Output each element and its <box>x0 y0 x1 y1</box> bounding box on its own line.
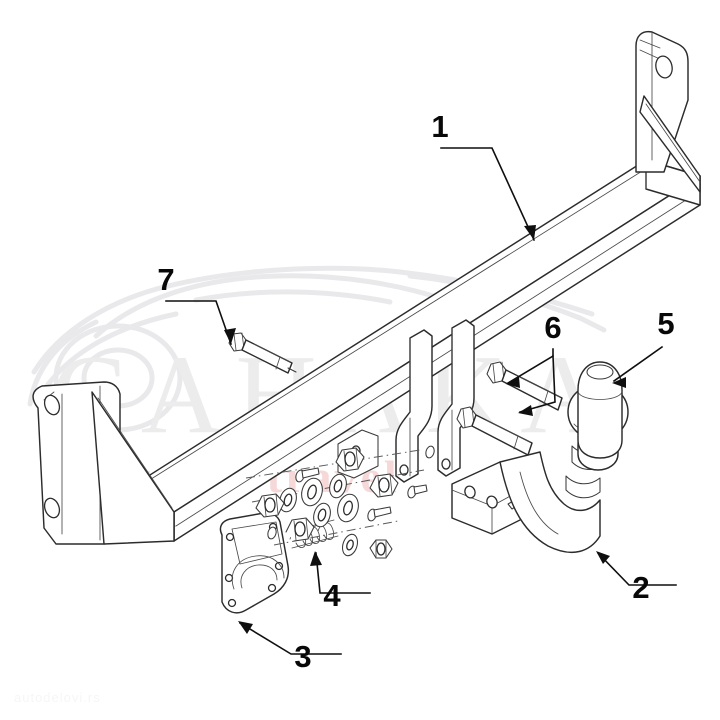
part-spring-washer <box>342 533 358 557</box>
part-tongue-plate-rear <box>395 329 433 483</box>
part-tongue-plate-front <box>437 319 475 477</box>
hex-nut <box>369 473 399 498</box>
part-hex-bolt-lower <box>456 406 533 456</box>
part-spring-nut <box>369 539 393 559</box>
callout-4[interactable]: 4 <box>310 551 371 613</box>
callout-3[interactable]: 3 <box>238 621 342 674</box>
hex-nut <box>335 447 365 472</box>
corner-watermark: autodelovi.rs <box>14 690 101 705</box>
callout-number-2: 2 <box>632 570 649 605</box>
small-screw <box>407 484 428 499</box>
callout-7[interactable]: 7 <box>157 262 236 346</box>
part-crossbar <box>119 159 701 542</box>
callout-5[interactable]: 5 <box>612 306 675 388</box>
callout-2[interactable]: 2 <box>596 551 677 605</box>
small-screw <box>425 445 435 459</box>
callout-number-6: 6 <box>544 310 561 345</box>
part-left-mount-bracket <box>32 381 175 545</box>
callout-number-4: 4 <box>323 578 341 613</box>
part-ball-cover-cap <box>577 361 623 459</box>
small-screw <box>267 526 277 540</box>
hex-nut <box>285 517 315 542</box>
callout-6[interactable]: 6 <box>506 310 562 416</box>
part-hardware-cluster <box>245 445 435 546</box>
callout-number-5: 5 <box>657 306 674 341</box>
callout-number-3: 3 <box>294 639 311 674</box>
callout-1[interactable]: 1 <box>431 109 536 242</box>
hex-nut <box>255 493 285 518</box>
callout-number-7: 7 <box>157 262 174 297</box>
small-screw <box>295 467 320 483</box>
part-right-mount-bracket <box>635 30 701 193</box>
small-screw <box>367 506 392 522</box>
callout-number-1: 1 <box>431 109 448 144</box>
